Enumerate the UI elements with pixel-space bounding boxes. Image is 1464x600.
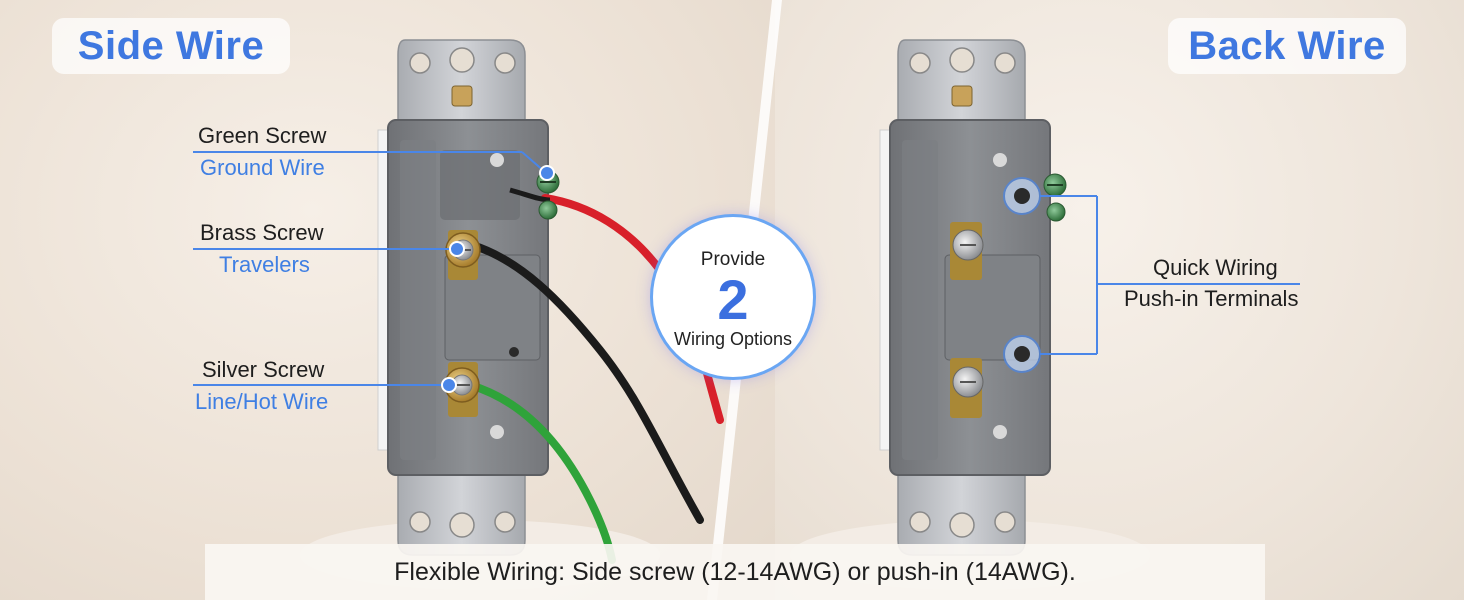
left-switch xyxy=(377,39,549,556)
brass-screw-label: Brass Screw xyxy=(200,220,324,245)
ground-wire-label: Ground Wire xyxy=(200,155,325,180)
badge-number: 2 xyxy=(717,267,749,331)
badge-options-text: Wiring Options xyxy=(673,328,793,349)
travelers-label: Travelers xyxy=(219,252,310,277)
right-switch xyxy=(879,39,1067,556)
silver-screw-label: Silver Screw xyxy=(202,357,325,382)
push-in-terminals-label: Push-in Terminals xyxy=(1124,286,1299,311)
back-wire-title-badge: Back Wire xyxy=(1168,18,1406,74)
back-wire-title: Back Wire xyxy=(1188,23,1386,68)
quick-wiring-label: Quick Wiring xyxy=(1153,255,1278,280)
push-in-hole-icon xyxy=(1003,177,1041,373)
green-screw-label: Green Screw xyxy=(198,123,327,148)
side-wire-title: Side Wire xyxy=(77,23,265,68)
black-wire xyxy=(468,241,704,524)
left-callout-lines xyxy=(193,151,555,393)
footer-text: Flexible Wiring: Side screw (12-14AWG) o… xyxy=(394,557,1076,586)
line-hot-wire-label: Line/Hot Wire xyxy=(195,389,329,414)
right-callout-lines xyxy=(1040,195,1300,355)
footer-bar: Flexible Wiring: Side screw (12-14AWG) o… xyxy=(205,544,1265,600)
side-wire-title-badge: Side Wire xyxy=(52,18,290,74)
wiring-options-badge: Provide 2 Wiring Options xyxy=(653,217,813,377)
badge-provide-text: Provide xyxy=(700,248,766,270)
green-wire xyxy=(466,381,616,564)
